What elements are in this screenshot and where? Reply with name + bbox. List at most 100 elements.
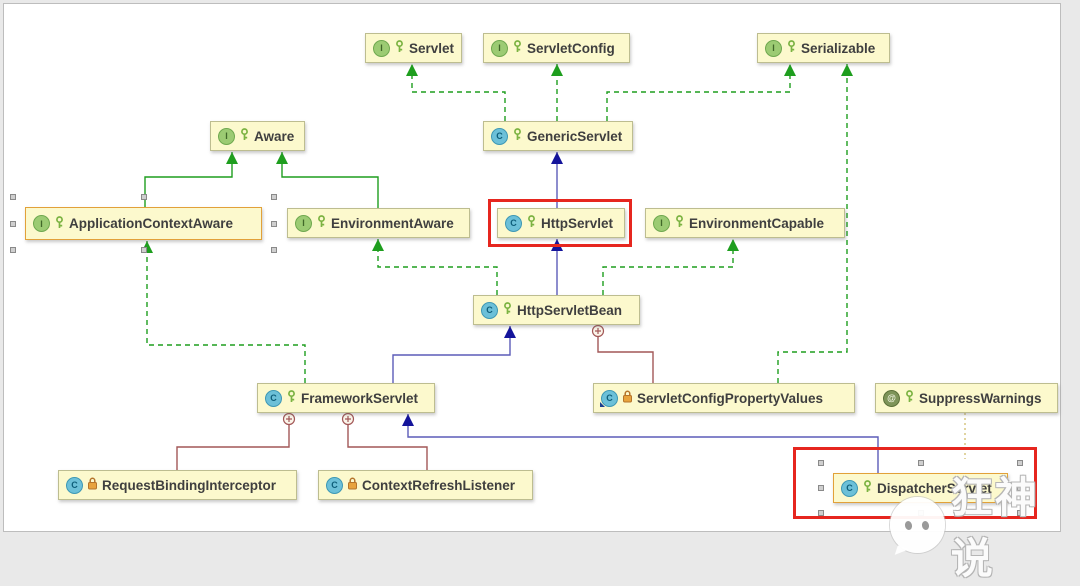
class-icon: C bbox=[491, 127, 508, 145]
selection-handle[interactable] bbox=[10, 220, 16, 227]
static-class-icon: C bbox=[600, 389, 618, 407]
arrowhead-environment-aware bbox=[372, 239, 384, 251]
arrowhead-serializable bbox=[841, 64, 853, 76]
edge-application-context-aware-to-aware bbox=[144, 152, 233, 207]
interface-icon: I bbox=[295, 214, 312, 232]
class-node-label: EnvironmentCapable bbox=[689, 215, 825, 231]
inner-class-anchor-icon bbox=[282, 412, 296, 426]
class-node-label: ContextRefreshListener bbox=[362, 477, 516, 493]
key-icon bbox=[862, 480, 873, 496]
arrowhead-generic-servlet bbox=[551, 152, 563, 164]
selection-handle[interactable] bbox=[1017, 485, 1023, 491]
class-node-suppress-warnings[interactable]: @ SuppressWarnings bbox=[875, 383, 1058, 413]
edge-layer bbox=[141, 64, 966, 473]
class-node-label: Servlet bbox=[409, 40, 455, 56]
class-icon: C bbox=[841, 479, 858, 497]
class-node-label: ApplicationContextAware bbox=[69, 216, 234, 231]
class-node-label: HttpServletBean bbox=[517, 302, 623, 318]
key-icon bbox=[316, 215, 327, 231]
class-node-framework-servlet[interactable]: C FrameworkServlet bbox=[257, 383, 435, 413]
class-icon: C bbox=[265, 389, 282, 407]
arrowhead-serializable bbox=[784, 64, 796, 76]
class-node-label: ServletConfigPropertyValues bbox=[637, 390, 824, 406]
interface-icon: I bbox=[765, 39, 782, 57]
key-icon bbox=[512, 128, 523, 144]
highlight-rect bbox=[488, 199, 632, 247]
selection-handle[interactable] bbox=[140, 247, 147, 253]
class-node-request-binding-interceptor[interactable]: C RequestBindingInterceptor bbox=[58, 470, 297, 500]
lock-icon bbox=[622, 390, 633, 406]
arrowhead-servlet bbox=[406, 64, 418, 76]
selection-handle[interactable] bbox=[10, 247, 16, 253]
class-node-label: DispatcherServlet bbox=[877, 480, 992, 496]
class-node-aware[interactable]: I Aware bbox=[210, 121, 305, 151]
selection-handle[interactable] bbox=[818, 460, 824, 466]
lock-icon bbox=[347, 477, 358, 493]
class-node-servlet-config[interactable]: I ServletConfig bbox=[483, 33, 630, 63]
class-node-servlet-config-property-values[interactable]: C ServletConfigPropertyValues bbox=[593, 383, 855, 413]
interface-icon: I bbox=[33, 215, 50, 232]
annotation-icon: @ bbox=[883, 389, 900, 407]
class-node-label: EnvironmentAware bbox=[331, 215, 454, 231]
class-node-http-servlet-bean[interactable]: C HttpServletBean bbox=[473, 295, 640, 325]
key-icon bbox=[674, 215, 685, 231]
arrowhead-environment-capable bbox=[727, 239, 739, 251]
class-node-label: Aware bbox=[254, 128, 295, 144]
selection-handle[interactable] bbox=[271, 194, 277, 200]
class-node-environment-aware[interactable]: I EnvironmentAware bbox=[287, 208, 470, 238]
selection-handle[interactable] bbox=[818, 510, 824, 516]
selection-handle[interactable] bbox=[10, 194, 16, 200]
class-node-label: SuppressWarnings bbox=[919, 390, 1042, 406]
arrowhead-servlet-config bbox=[551, 64, 563, 76]
inner-class-anchor-icon bbox=[591, 324, 605, 338]
key-icon bbox=[786, 40, 797, 56]
selection-handle[interactable] bbox=[140, 194, 147, 200]
edge-framework-servlet-to-http-servlet-bean bbox=[392, 326, 511, 383]
class-node-label: ServletConfig bbox=[527, 40, 615, 56]
key-icon bbox=[286, 390, 297, 406]
inner-class-anchor-icon bbox=[341, 412, 355, 426]
selection-handle[interactable] bbox=[271, 247, 277, 253]
key-icon bbox=[512, 40, 523, 56]
edge-environment-aware-to-aware bbox=[281, 152, 379, 208]
selection-handle[interactable] bbox=[818, 485, 824, 491]
key-icon bbox=[239, 128, 250, 144]
class-icon: C bbox=[66, 476, 83, 494]
interface-icon: I bbox=[653, 214, 670, 232]
class-node-label: FrameworkServlet bbox=[301, 390, 419, 406]
key-icon bbox=[54, 215, 65, 232]
selection-handle[interactable] bbox=[1017, 460, 1023, 466]
class-node-label: GenericServlet bbox=[527, 128, 623, 144]
class-node-generic-servlet[interactable]: C GenericServlet bbox=[483, 121, 633, 151]
class-icon: C bbox=[326, 476, 343, 494]
edge-framework-servlet-to-context-refresh-listener bbox=[347, 425, 428, 470]
edge-generic-servlet-to-serializable bbox=[606, 64, 791, 121]
edge-framework-servlet-to-application-context-aware bbox=[146, 241, 306, 383]
key-icon bbox=[526, 215, 537, 231]
class-icon: C bbox=[481, 301, 498, 319]
selection-handle[interactable] bbox=[1017, 510, 1023, 516]
selection-handle[interactable] bbox=[917, 460, 924, 466]
arrowhead-framework-servlet bbox=[402, 414, 414, 426]
class-node-label: RequestBindingInterceptor bbox=[102, 477, 277, 493]
arrowhead-aware bbox=[226, 152, 238, 164]
edge-http-servlet-bean-to-environment-capable bbox=[602, 239, 734, 295]
interface-icon: I bbox=[491, 39, 508, 57]
arrowhead-http-servlet-bean bbox=[504, 326, 516, 338]
class-node-environment-capable[interactable]: I EnvironmentCapable bbox=[645, 208, 845, 238]
key-icon bbox=[502, 302, 513, 318]
edge-generic-servlet-to-servlet bbox=[411, 64, 506, 121]
edge-framework-servlet-to-request-binding-interceptor bbox=[176, 425, 290, 470]
class-icon: C bbox=[505, 214, 522, 232]
key-icon bbox=[904, 390, 915, 406]
class-node-application-context-aware[interactable]: I ApplicationContextAware bbox=[25, 207, 262, 240]
selection-handle[interactable] bbox=[271, 220, 277, 227]
class-node-context-refresh-listener[interactable]: C ContextRefreshListener bbox=[318, 470, 533, 500]
key-icon bbox=[394, 40, 405, 56]
edge-servlet-config-property-values-to-serializable bbox=[777, 64, 848, 383]
interface-icon: I bbox=[218, 127, 235, 145]
